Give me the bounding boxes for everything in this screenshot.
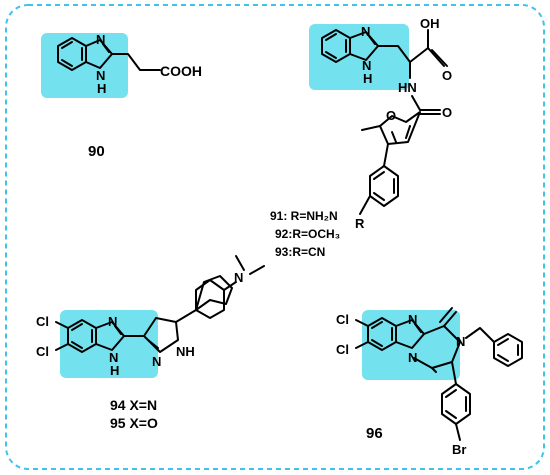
oh-label-91: OH	[420, 16, 440, 31]
nme2-label-94: N	[234, 270, 243, 285]
compound-label-90: 90	[88, 143, 105, 160]
n-ring-label-96: N	[456, 334, 465, 349]
n-top-label-96: N	[408, 312, 417, 327]
h-label-91: H	[363, 71, 372, 86]
cl2-label-96: Cl	[336, 342, 349, 357]
nh-label-90: N	[96, 68, 105, 83]
compound-90: N N H COOH 90	[41, 32, 202, 160]
compound-96: Cl Cl N N N Br 96	[336, 307, 523, 457]
dashed-border	[5, 4, 545, 470]
n-label-91: N	[361, 24, 370, 39]
hn-label-91: HN	[398, 80, 417, 95]
h-label-94: H	[110, 363, 119, 378]
compound-91-93: N N H OH O HN O O R 91: R=NH₂N 92:R	[270, 16, 452, 259]
benzimidazole-highlight-90	[41, 33, 128, 98]
cl1-label-96: Cl	[336, 312, 349, 327]
br-label-96: Br	[452, 442, 466, 457]
label-95: 95 X=O	[110, 415, 158, 431]
n-label-94: N	[108, 314, 117, 329]
benzimidazole-highlight-94	[60, 310, 158, 378]
nh-ring-label-94: NH	[176, 344, 195, 359]
nh-label-91: N	[362, 58, 371, 73]
label-93: 93:R=CN	[275, 245, 325, 259]
compound-94-95: Cl Cl N N H N NH N 94 X=N 95 X=O	[36, 255, 265, 431]
label-91: 91: R=NH₂N	[270, 209, 338, 223]
label-92: 92:R=OCH₃	[275, 227, 340, 241]
nh-label-94: N	[109, 350, 118, 365]
o-amide-label-91: O	[442, 105, 452, 120]
o-acid-label-91: O	[442, 68, 452, 83]
cooh-label-90: COOH	[160, 63, 202, 79]
cl1-label-94: Cl	[36, 314, 49, 329]
n-label-90: N	[96, 32, 105, 47]
compound-label-96: 96	[366, 425, 383, 442]
n-bridge-label-96: N	[408, 350, 417, 365]
n-ring-label-94: N	[152, 354, 161, 369]
cl2-label-94: Cl	[36, 344, 49, 359]
o-furan-label-91: O	[386, 108, 396, 123]
h-label-90: H	[97, 81, 106, 96]
benzimidazole-highlight-96	[362, 310, 460, 380]
r-label-91: R	[355, 216, 365, 231]
label-94: 94 X=N	[110, 397, 157, 413]
